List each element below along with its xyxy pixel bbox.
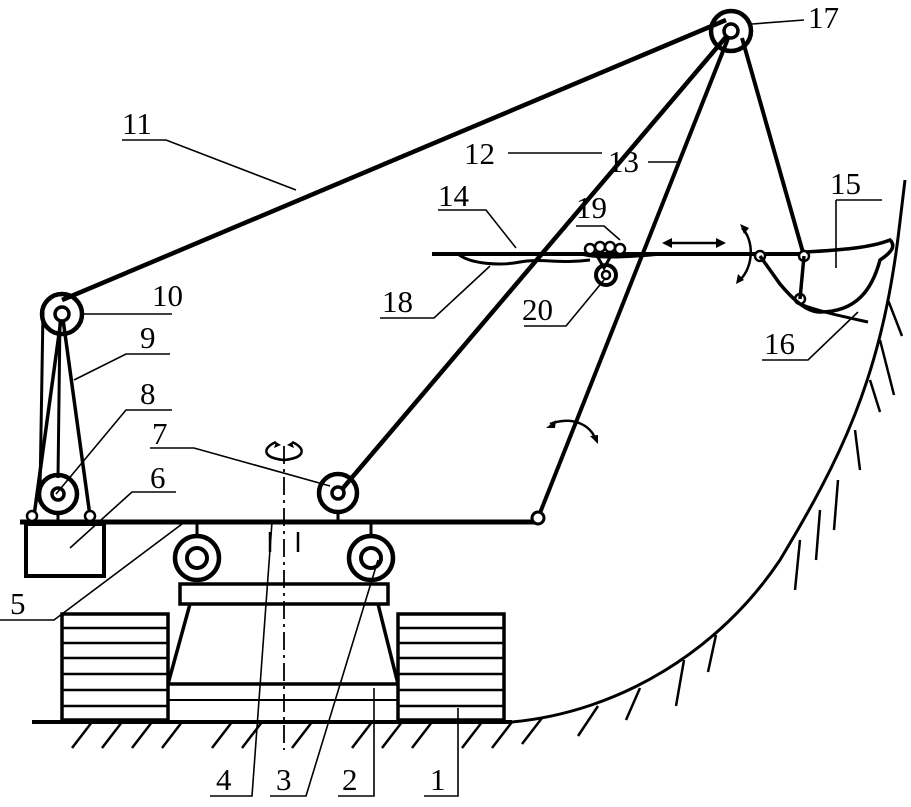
counterweight [24, 522, 106, 578]
label-13: 13 [608, 144, 639, 179]
slewing-axis [265, 440, 303, 750]
crawler-track-left [60, 612, 170, 722]
label-7: 7 [152, 416, 168, 451]
label-20: 20 [522, 292, 553, 327]
leader-lines [0, 19, 882, 797]
label-17: 17 [808, 0, 839, 35]
label-11: 11 [122, 106, 152, 141]
label-19: 19 [576, 190, 607, 225]
slope-hatching [576, 299, 904, 737]
label-10: 10 [152, 278, 183, 313]
undercarriage-frame [166, 582, 400, 701]
slewing-roller-left [172, 522, 222, 583]
label-9: 9 [140, 320, 156, 355]
label-8: 8 [140, 376, 156, 411]
ground [32, 179, 907, 749]
hoist-rope [740, 37, 806, 257]
boom-support-strut [536, 30, 733, 519]
slewing-roller-right [346, 522, 396, 583]
shipper-shaft-saddle [581, 240, 663, 272]
boom-foot-sheave-7 [316, 471, 360, 522]
label-1: 1 [430, 762, 446, 797]
boom-rotation-arrow [546, 419, 598, 444]
head-sheave-17 [708, 8, 754, 54]
ground-hatching [71, 717, 543, 749]
label-4: 4 [216, 762, 232, 797]
label-2: 2 [342, 762, 358, 797]
handle-rotation-arrow [736, 224, 752, 284]
crawler-track-right [396, 612, 506, 722]
label-6: 6 [150, 460, 166, 495]
boom-suspension-rope [61, 17, 727, 303]
label-15: 15 [830, 166, 861, 201]
part-number-labels: 1 2 3 4 5 6 7 8 9 10 11 12 13 14 15 16 1… [10, 0, 861, 797]
bucket [753, 237, 895, 324]
label-16: 16 [764, 326, 795, 361]
label-14: 14 [438, 178, 470, 213]
label-18: 18 [382, 284, 413, 319]
strut-foot-pin [530, 510, 546, 526]
crowd-motion-arrow [662, 238, 726, 248]
boom [336, 29, 733, 496]
label-12: 12 [464, 136, 495, 171]
sheave-8 [36, 472, 80, 522]
hoist-rope-lower [38, 311, 62, 493]
label-3: 3 [276, 762, 292, 797]
crowd-pinion-20 [594, 263, 618, 287]
label-5: 5 [10, 586, 26, 621]
